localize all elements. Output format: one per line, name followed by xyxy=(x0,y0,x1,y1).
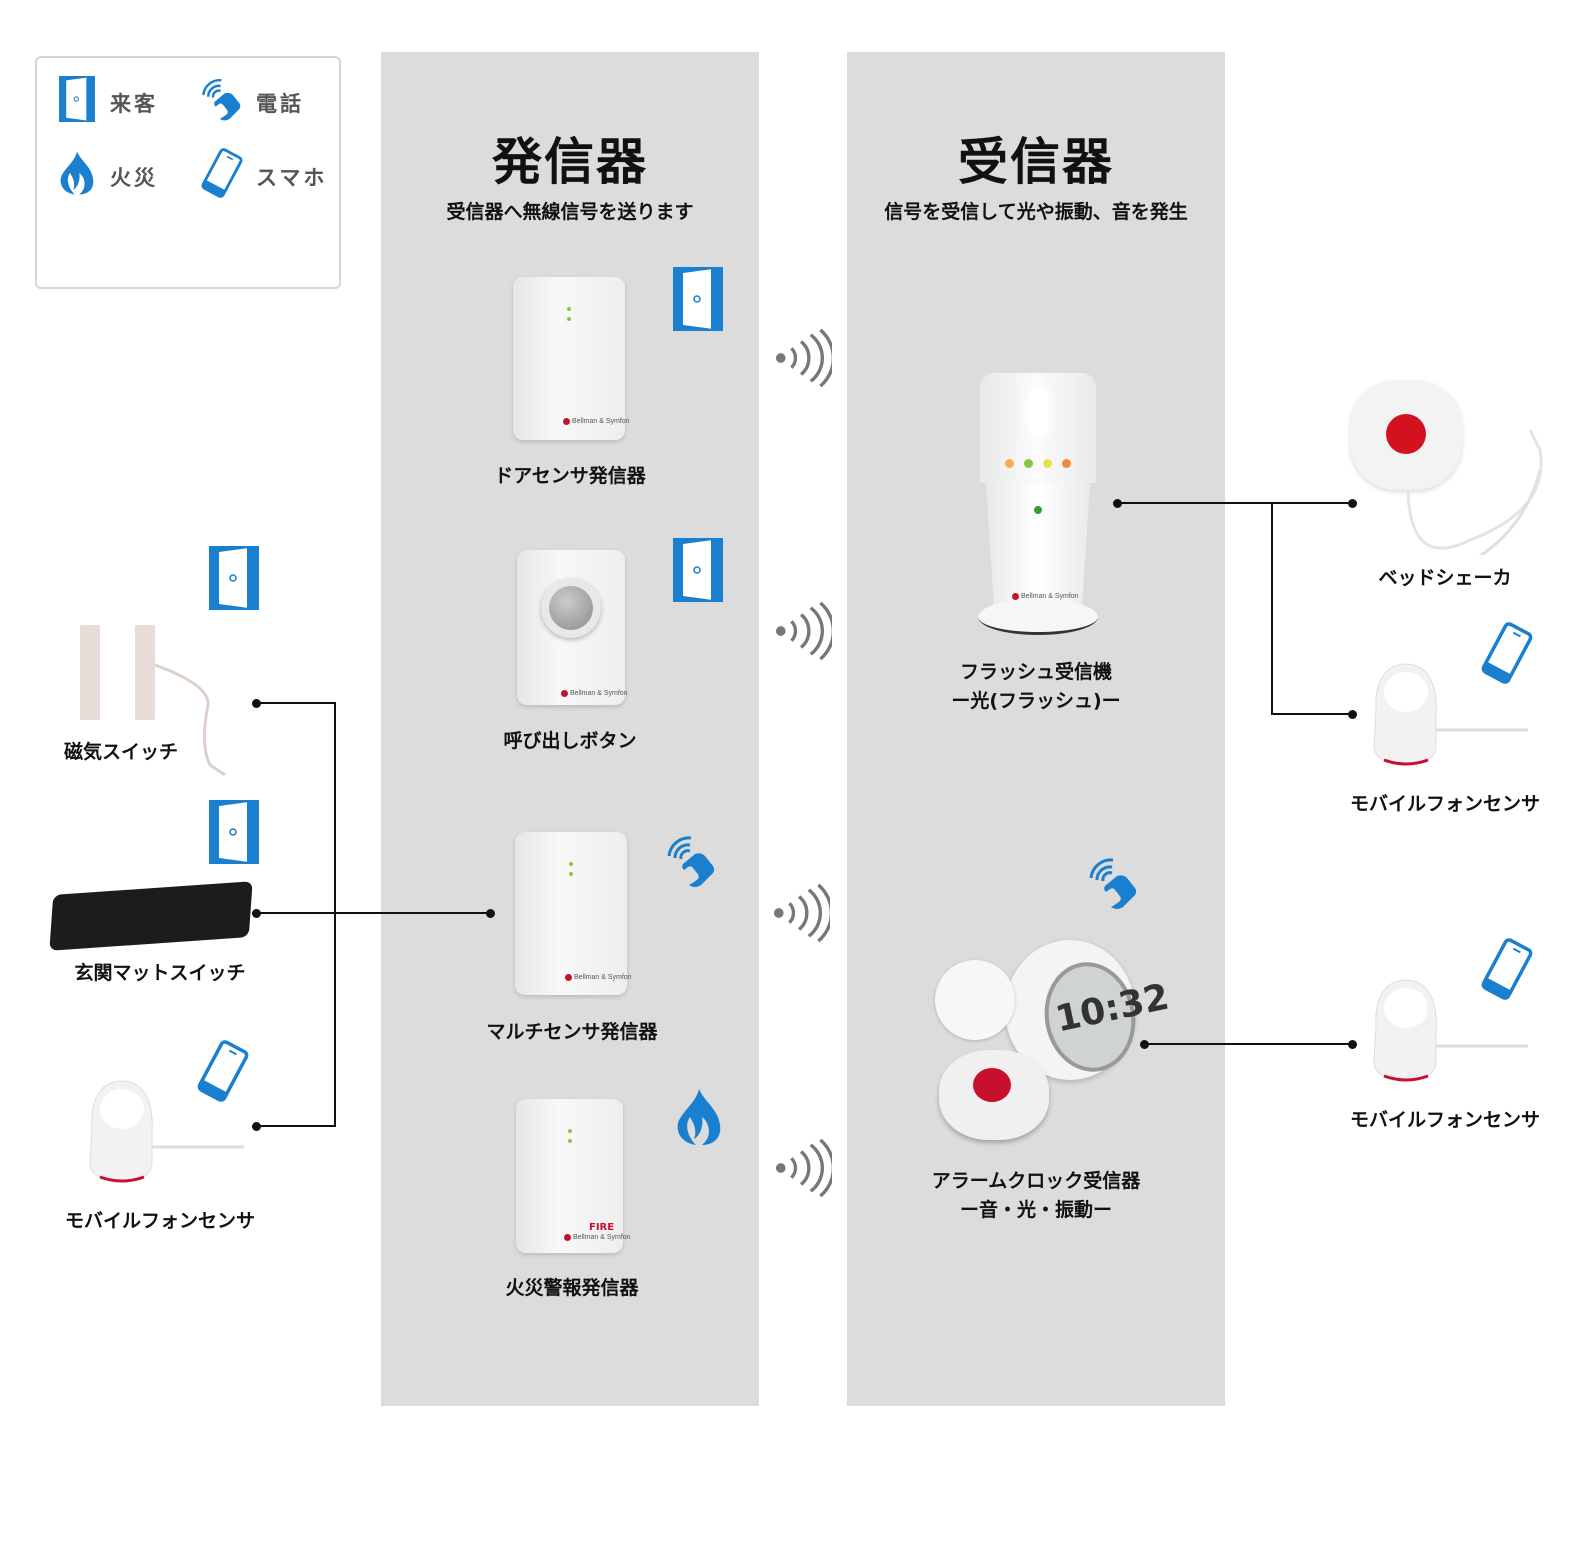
fire-alarm-transmitter-image: FIRE Bellman & Symfon xyxy=(516,1099,631,1253)
connector-dot xyxy=(252,699,261,708)
connector-line xyxy=(1271,713,1353,715)
connector-dot xyxy=(486,909,495,918)
magnetic-switch-image xyxy=(80,625,230,777)
brand-logo-text: Bellman & Symfon xyxy=(561,690,628,698)
transmitter-subtitle: 受信器へ無線信号を送ります xyxy=(446,201,694,223)
legend-label-visitor: 来客 xyxy=(110,92,158,116)
door-sensor-label: ドアセンサ発信器 xyxy=(494,465,646,487)
bed-shaker-label: ベッドシェーカ xyxy=(1378,567,1512,589)
connector-dot xyxy=(1140,1040,1149,1049)
connector-line xyxy=(256,1125,336,1127)
fire-icon xyxy=(674,1087,724,1147)
legend-label-phone: 電話 xyxy=(256,92,304,116)
receiver-panel: 受信器 信号を受信して光や振動、音を発生 xyxy=(847,52,1225,1406)
connector-line xyxy=(256,912,490,914)
wireless-signal-icon xyxy=(772,883,830,943)
wireless-signal-icon xyxy=(774,328,832,388)
alarm-clock-receiver-image: 10:32 xyxy=(925,940,1173,1145)
legend-label-fire: 火災 xyxy=(110,166,158,190)
mobile-phone-sensor-image xyxy=(86,1075,246,1185)
mobile-phone-sensor-label: モバイルフォンセンサ xyxy=(64,1210,256,1232)
connector-line xyxy=(256,702,336,704)
bed-shaker-image xyxy=(1350,380,1550,555)
connector-dot xyxy=(1113,499,1122,508)
flash-receiver-label: フラッシュ受信機ー光(フラッシュ)ー xyxy=(951,661,1121,712)
fire-alarm-label: 火災警報発信器 xyxy=(505,1277,639,1299)
connector-dot xyxy=(1348,499,1357,508)
mobile-phone-sensor-image xyxy=(1370,974,1530,1084)
door-sensor-transmitter-image: Bellman & Symfon xyxy=(513,277,630,440)
brand-logo-text: Bellman & Symfon xyxy=(564,1234,631,1242)
door-icon xyxy=(673,538,723,602)
door-icon xyxy=(58,76,96,122)
connector-line xyxy=(1144,1043,1353,1045)
wireless-signal-icon xyxy=(774,601,832,661)
fire-device-text: FIRE xyxy=(589,1222,615,1233)
door-icon xyxy=(209,546,259,610)
wireless-signal-icon xyxy=(774,1138,832,1198)
legend-label-smartphone: スマホ xyxy=(256,166,328,190)
mobile-phone-sensor-label: モバイルフォンセンサ xyxy=(1349,1109,1541,1131)
connector-line xyxy=(334,702,336,1127)
connector-line xyxy=(1117,502,1353,504)
connector-dot xyxy=(1348,1040,1357,1049)
brand-logo-text: Bellman & Symfon xyxy=(565,974,632,982)
receiver-subtitle: 信号を受信して光や振動、音を発生 xyxy=(884,201,1188,223)
call-button-label: 呼び出しボタン xyxy=(503,730,637,752)
smartphone-icon xyxy=(200,148,244,198)
mobile-phone-sensor-image xyxy=(1370,658,1530,768)
door-icon xyxy=(209,800,259,864)
brand-logo-text: Bellman & Symfon xyxy=(1012,593,1079,601)
magnetic-switch-label: 磁気スイッチ xyxy=(63,741,179,763)
door-icon xyxy=(673,267,723,331)
phone-call-icon xyxy=(665,833,721,891)
alarm-clock-label: アラームクロック受信器ー音・光・振動ー xyxy=(931,1170,1141,1221)
legend-box: 来客 電話 火災 スマホ xyxy=(35,56,341,289)
doormat-switch-image xyxy=(49,881,253,951)
phone-call-icon xyxy=(1087,855,1143,913)
receiver-title: 受信器 xyxy=(958,133,1114,191)
call-button-image: Bellman & Symfon xyxy=(517,550,628,705)
flash-receiver-image: Bellman & Symfon xyxy=(978,373,1098,635)
connector-line xyxy=(1271,502,1273,715)
mobile-phone-sensor-label: モバイルフォンセンサ xyxy=(1349,793,1541,815)
phone-call-icon xyxy=(200,76,246,124)
connector-dot xyxy=(1348,710,1357,719)
transmitter-title: 発信器 xyxy=(492,133,648,191)
fire-icon xyxy=(57,150,97,196)
brand-logo-text: Bellman & Symfon xyxy=(563,418,630,426)
multi-sensor-label: マルチセンサ発信器 xyxy=(486,1021,658,1043)
multi-sensor-transmitter-image: Bellman & Symfon xyxy=(515,832,632,995)
connector-dot xyxy=(252,909,261,918)
connector-dot xyxy=(252,1122,261,1131)
doormat-switch-label: 玄関マットスイッチ xyxy=(74,962,246,984)
